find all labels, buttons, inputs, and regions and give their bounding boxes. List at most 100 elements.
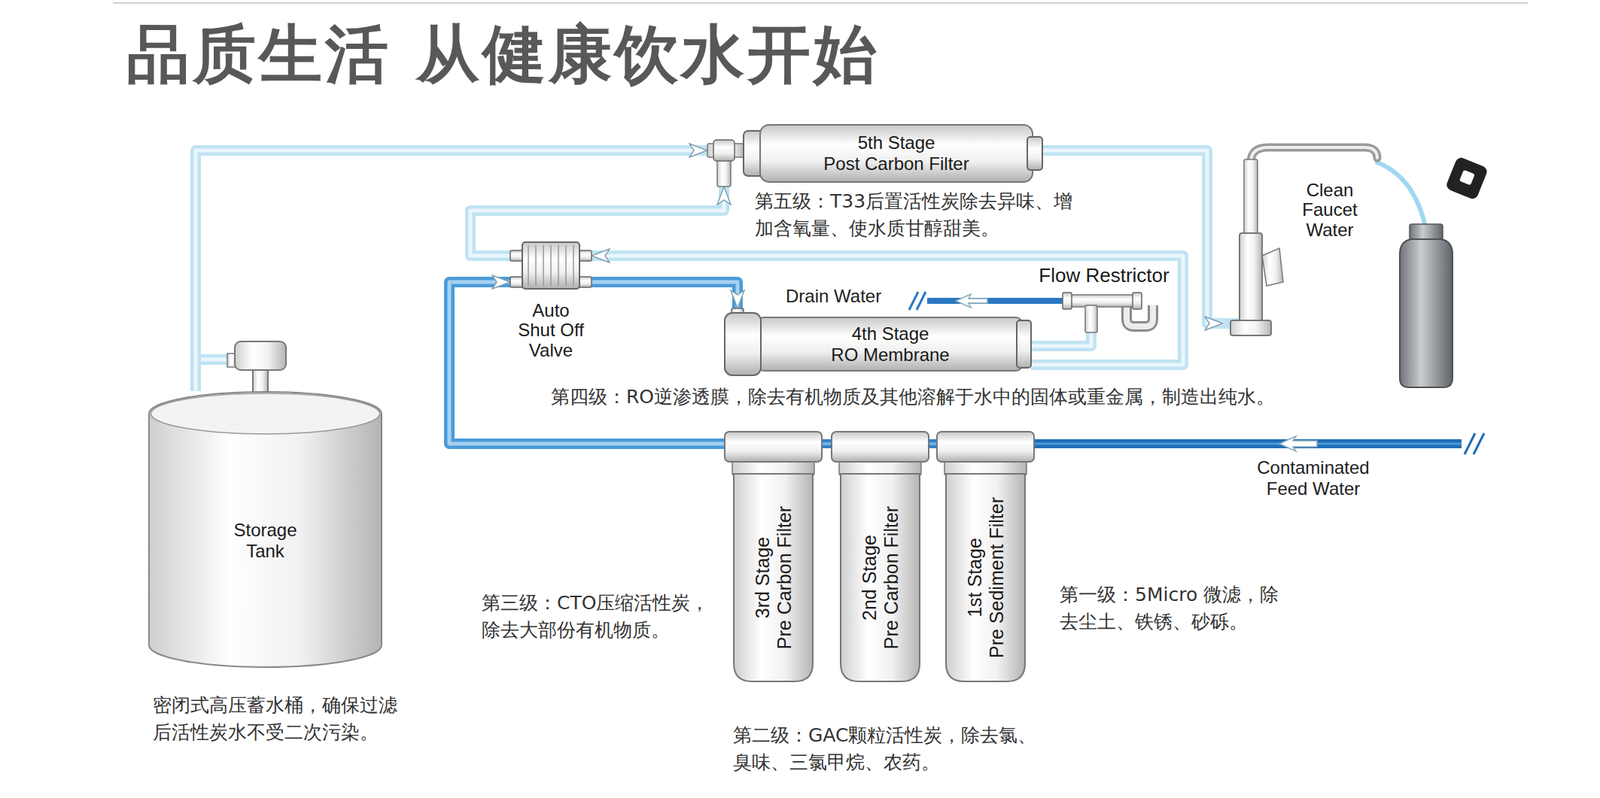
water-pipe [195,150,708,392]
pipe-wall [470,186,724,256]
drain-pipe [909,292,926,311]
water-pipe [449,282,725,445]
bottle [1409,224,1443,241]
top-rule [112,2,1528,4]
pipe-wall [195,150,708,392]
valve-fin [527,245,530,286]
storage-tank: Storage Tank [148,391,383,669]
pipe-wall [449,282,725,445]
stage-label: 4th Stage [851,323,930,345]
bottle [1399,155,1489,388]
pipe-core [928,442,937,446]
part-label: Clean Faucet Water [1295,180,1364,241]
pipe-wall [1042,150,1223,324]
filter-housing: 1st StagePre Sediment Filter [936,428,1035,684]
pipe-core [449,282,725,445]
stage-label: Pre Carbon Filter [880,506,903,650]
flow-label: Contaminated Feed Water [1245,457,1381,499]
shape-part [724,313,761,376]
feed-pipe [1464,433,1485,455]
shape-part [840,474,920,682]
rotated-text: 1st StagePre Sediment Filter [964,479,1008,677]
water-pipe [470,186,724,256]
text-area: 3rd StagePre Carbon Filter [733,474,813,682]
stage-note: 第四级：RO逆渗透膜，除去有机物质及其他溶解于水中的固体或重金属，制造出纯水。 [550,383,1275,411]
bottle [1459,170,1476,186]
pipe-core [821,442,832,446]
shape-part [1262,248,1284,286]
feed-pipe [1032,433,1485,455]
valve-fin [542,245,545,286]
shape-part [757,317,1023,372]
ro-membrane: 4th StageRO Membrane [724,308,1032,381]
stage-label: RO Membrane [830,344,950,366]
shape-outline [510,239,592,291]
water-pipe [1042,150,1223,324]
shape-part [1230,320,1272,336]
shape-part [760,124,1033,183]
bottle [1444,155,1489,201]
shape-part [1244,159,1258,235]
text-area: 2nd StagePre Carbon Filter [840,474,920,682]
water-pipe [1031,332,1092,347]
tank-valve [195,341,286,396]
water-stream [1377,162,1426,228]
text-area: 5th StagePost Carbon Filter [763,126,1029,181]
shutoff-valve: Auto Shut Off Valve [510,239,592,361]
shape-part [522,242,580,289]
valve-fin [535,245,537,286]
shape-part [1062,292,1072,310]
stage-note: 第一级：5Micro 微滤，除去尘土、铁锈、砂砾。 [1059,581,1286,637]
pipe-core [195,150,708,392]
shape-part [936,431,1035,463]
drain-pipe [909,292,1069,311]
shape-part [1066,295,1138,308]
shape-part [724,431,822,463]
water-pipe [591,255,1184,366]
shape-part [1239,233,1263,323]
stage-label: Pre Carbon Filter [773,506,796,650]
post-carbon-filter: 5th StagePost Carbon Filter [707,120,1043,187]
stage-note: 第二级：GAC颗粒活性炭，除去氯、臭味、三氯甲烷、农药。 [733,722,1044,778]
page-title: 品质生活 从健康饮水开始 [126,16,880,93]
drain-pipe [955,294,988,308]
pipe-wall [1031,332,1092,347]
pipe-wall [591,282,738,309]
part-label: Auto Shut Off Valve [513,301,589,361]
pipe-wall [591,255,1184,366]
filter-housing: 2nd StagePre Carbon Filter [831,428,929,684]
pipe-core [591,255,1184,366]
stage-label: Post Carbon Filter [823,153,969,175]
pipe-wall [928,439,937,449]
flow-restrictor: Flow Restrictor [1032,264,1176,333]
filter-housing: 3rd StagePre Carbon Filter [724,428,822,684]
shape-part [1016,320,1032,369]
shape-part [831,431,929,463]
part-label: Flow Restrictor [1032,264,1176,288]
pipe-core [1042,150,1223,324]
feed-pipe [1032,439,1462,449]
water-pipe [928,444,937,445]
tank-valve [234,341,286,371]
water-pipe [591,282,738,309]
feed-pipe [1279,436,1318,452]
valve-fin [572,245,575,286]
shape-part [946,474,1026,682]
rotated-text: 2nd StagePre Carbon Filter [858,479,903,677]
bottle [1399,239,1453,388]
shape-outline [1222,142,1385,339]
text-area: Storage Tank [148,436,383,646]
faucet: Clean Faucet Water [1222,142,1385,339]
stage-label: 2nd Stage [858,535,881,621]
drain-pipe [927,298,1069,305]
flow-label: Drain Water [785,285,882,308]
shape-part [1027,136,1043,171]
feed-pipe [1032,443,1462,446]
water-stream [1377,162,1426,228]
valve-fin [557,245,560,286]
stage-note: 第五级：T33后置活性炭除去异味、增加含氧量、使水质甘醇甜美。 [754,188,1079,244]
pipe-wall [821,439,832,449]
text-area: 1st StagePre Sediment Filter [946,474,1026,682]
shape-part [151,393,381,435]
